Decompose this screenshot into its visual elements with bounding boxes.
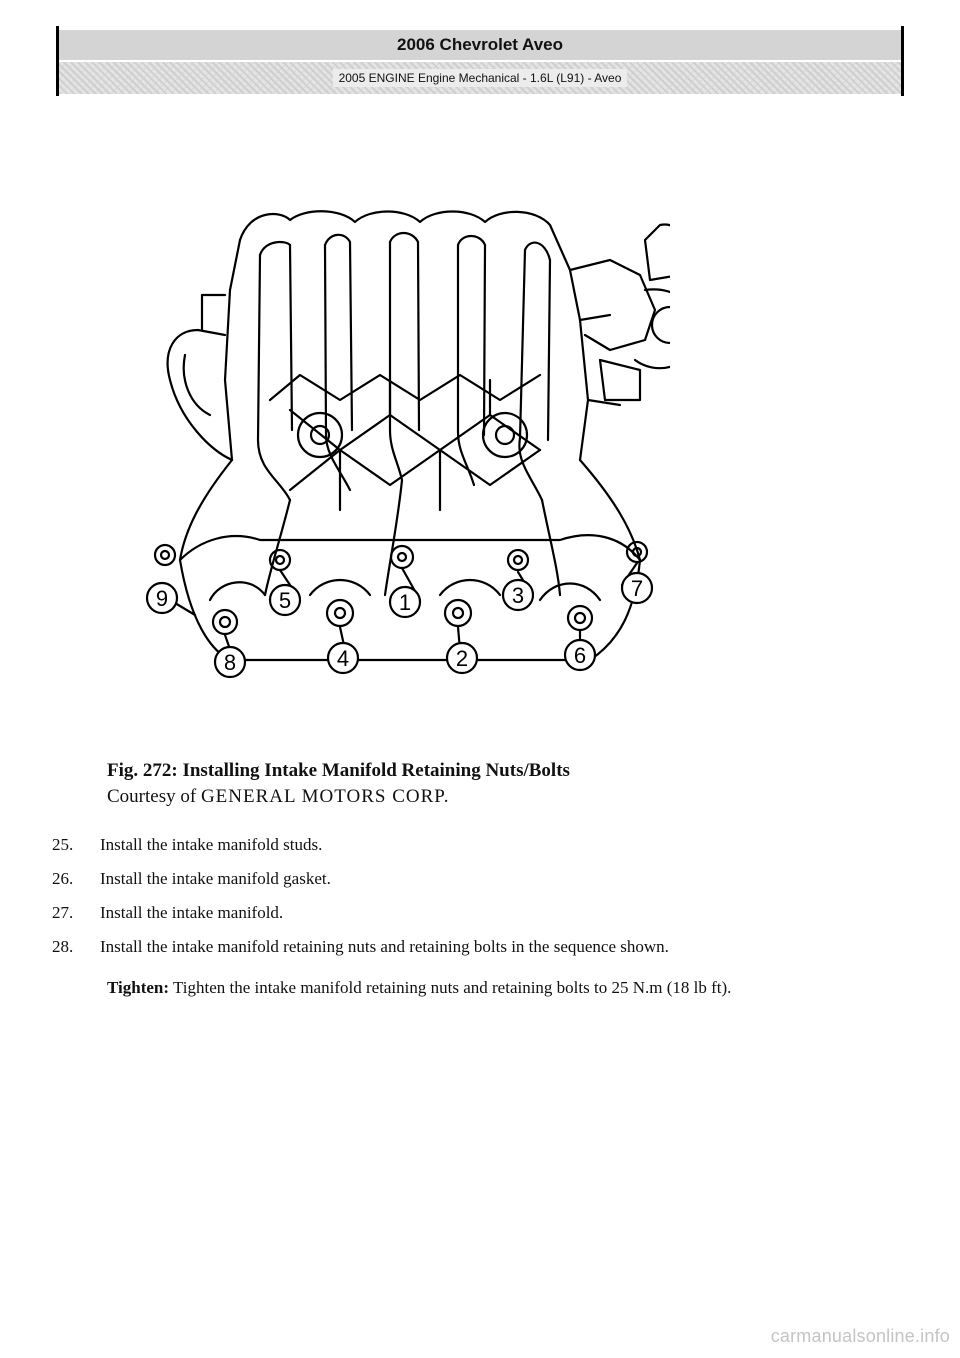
document-title: 2006 Chevrolet Aveo [59,30,901,60]
intake-manifold-figure: 9 5 1 3 7 8 4 2 6 [140,200,670,690]
step-text: Install the intake manifold gasket. [100,869,331,888]
callout-3 [501,578,535,612]
document-subtitle: 2005 ENGINE Engine Mechanical - 1.6L (L9… [59,62,901,94]
step-item: 27. Install the intake manifold. [52,896,912,930]
page-header: 2006 Chevrolet Aveo 2005 ENGINE Engine M… [56,26,904,96]
callout-5 [268,583,302,617]
procedure-steps: 25. Install the intake manifold studs. 2… [52,828,912,964]
intake-manifold-drawing: 9 5 1 3 7 8 4 2 6 [145,210,670,679]
callout-label-2: 2 [456,646,468,671]
callout-label-1: 1 [399,590,411,615]
document-subtitle-text: 2005 ENGINE Engine Mechanical - 1.6L (L9… [332,69,628,87]
step-text: Install the intake manifold studs. [100,835,323,854]
step-number: 27. [52,903,74,922]
callout-8 [213,645,247,679]
figure-caption: Fig. 272: Installing Intake Manifold Ret… [107,758,807,810]
step-text: Install the intake manifold. [100,903,284,922]
callout-label-6: 6 [574,643,586,668]
callout-2 [445,641,479,675]
courtesy-org: GENERAL MOTORS CORP. [200,786,450,807]
callout-label-7: 7 [631,576,643,601]
callout-label-9: 9 [156,586,168,611]
step-number: 28. [52,937,74,956]
tighten-label: Tighten: [107,978,170,997]
step-item: 28. Install the intake manifold retainin… [52,930,912,964]
callout-label-5: 5 [279,588,291,613]
step-text: Install the intake manifold retaining nu… [100,937,669,956]
callout-4 [326,641,360,675]
callout-6 [563,638,597,672]
figure-courtesy: Courtesy of GENERAL MOTORS CORP. [107,784,807,810]
callout-7 [620,571,654,605]
step-number: 25. [52,835,74,854]
tighten-text: Tighten the intake manifold retaining nu… [173,978,732,997]
callout-label-8: 8 [224,650,236,675]
callout-label-3: 3 [512,583,524,608]
courtesy-prefix: Courtesy of [107,786,197,807]
step-number: 26. [52,869,74,888]
tighten-spec: Tighten: Tighten the intake manifold ret… [107,975,897,1001]
step-item: 25. Install the intake manifold studs. [52,828,912,862]
callout-label-4: 4 [337,646,349,671]
callout-9 [145,581,179,615]
callout-1 [388,585,422,619]
step-item: 26. Install the intake manifold gasket. [52,862,912,896]
watermark: carmanualsonline.info [770,1326,950,1346]
figure-title: Fig. 272: Installing Intake Manifold Ret… [107,760,570,781]
